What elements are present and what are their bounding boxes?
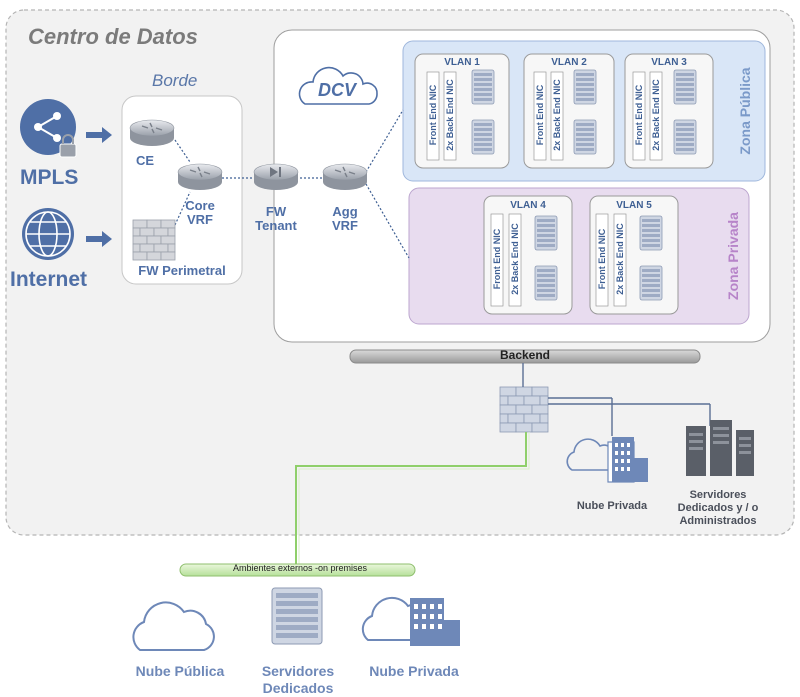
- vlan3-label: VLAN 3: [651, 57, 687, 68]
- vlan5-label: VLAN 5: [616, 200, 652, 211]
- server-icon: [639, 265, 663, 301]
- dcv-cloud-icon: [298, 66, 378, 105]
- internet-label: Internet: [10, 268, 88, 291]
- server-icon: [673, 69, 697, 105]
- nube-privada-bottom-icon: [361, 596, 460, 646]
- page-title: Centro de Datos: [28, 24, 198, 49]
- server-icon: [673, 119, 697, 155]
- fw-tenant-label: FW Tenant: [255, 204, 297, 233]
- ce-label: CE: [135, 153, 155, 168]
- fw-perimetral-label: FW Perimetral: [138, 263, 226, 278]
- vlan2-label: VLAN 2: [551, 57, 587, 68]
- nube-privada-label: Nube Privada: [369, 663, 459, 679]
- server-icon: [534, 215, 558, 251]
- agg-vrf-label: Agg VRF: [332, 204, 358, 233]
- mpls-icon: [20, 99, 77, 158]
- server-icon: [639, 215, 663, 251]
- server-icon: [573, 119, 597, 155]
- ambientes-label: Ambientes externos -on premises: [232, 563, 368, 573]
- back-nic-label: 2x Back End NIC: [651, 79, 661, 151]
- servidores-dc-label: Servidores Dedicados y / o Administrados: [677, 489, 759, 527]
- servidores-dedicados-icon: [271, 587, 323, 645]
- backend-label: Backend: [499, 348, 551, 362]
- nube-publica-icon: [132, 601, 215, 651]
- back-nic-label: 2x Back End NIC: [445, 79, 455, 151]
- core-vrf-label: Core VRF: [185, 198, 215, 227]
- server-icon: [471, 119, 495, 155]
- nube-privada-dc-icon: [566, 437, 648, 483]
- back-nic-label: 2x Back End NIC: [510, 223, 520, 295]
- vlan4-label: VLAN 4: [510, 200, 546, 211]
- arrow-icon: [86, 231, 112, 247]
- servidores-dedicados-label: Servidores Dedicados: [261, 663, 335, 696]
- front-nic-label: Front End NIC: [597, 228, 607, 290]
- green-link: [295, 432, 527, 565]
- core-vrf-router-icon: [177, 163, 223, 191]
- nube-publica-label: Nube Pública: [135, 663, 225, 679]
- front-nic-label: Front End NIC: [535, 84, 545, 146]
- back-nic-label: 2x Back End NIC: [615, 223, 625, 295]
- dcv-label: DCV: [318, 80, 357, 100]
- nube-privada-dc-label: Nube Privada: [576, 500, 648, 512]
- zona-privada-box: [408, 187, 750, 325]
- ambientes-bar: [179, 563, 416, 577]
- agg-vrf-router-icon: [322, 163, 368, 191]
- mpls-label: MPLS: [20, 166, 79, 189]
- fw-perimetral-icon: [132, 219, 176, 261]
- front-nic-label: Front End NIC: [634, 84, 644, 146]
- arrow-icon: [86, 127, 112, 143]
- vlan1-label: VLAN 1: [444, 57, 480, 68]
- borde-title: Borde: [152, 71, 198, 90]
- front-nic-label: Front End NIC: [492, 228, 502, 290]
- server-icon: [471, 69, 495, 105]
- internet-globe-icon: [22, 208, 74, 260]
- back-nic-label: 2x Back End NIC: [552, 79, 562, 151]
- backend-bus: [349, 349, 701, 364]
- zona-privada-label: Zona Privada: [725, 212, 741, 300]
- ce-router-icon: [129, 119, 175, 147]
- server-icon: [573, 69, 597, 105]
- zona-publica-label: Zona Pública: [737, 67, 753, 155]
- servidores-dc-icon: [686, 420, 754, 476]
- server-icon: [534, 265, 558, 301]
- fw-tenant-icon: [253, 163, 299, 190]
- central-firewall-icon: [499, 386, 549, 433]
- front-nic-label: Front End NIC: [428, 84, 438, 146]
